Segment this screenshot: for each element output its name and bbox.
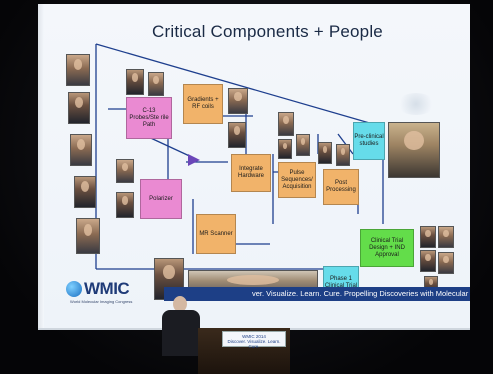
polarizer-box: Polarizer xyxy=(140,179,182,219)
logo-text: WMIC xyxy=(84,279,130,298)
person-photo xyxy=(336,144,350,166)
person-photo xyxy=(228,88,248,114)
tagline-banner: ver. Visualize. Learn. Cure. Propelling … xyxy=(164,287,470,301)
person-photo xyxy=(228,122,246,148)
person-photo xyxy=(66,54,90,86)
gradients-rf-box: Gradients + RF coils xyxy=(183,84,223,124)
podium-sign-line1: WMIC 2014 xyxy=(242,334,266,339)
c13-probes-box: C-13 Probes/Ste rile Path xyxy=(126,97,172,139)
preclinical-studies-box: Pre-clinical studies xyxy=(353,122,385,160)
podium-sign-line2: Discover. Visualize. Learn. Cure. xyxy=(227,339,281,349)
person-photo xyxy=(420,250,436,272)
person-photo xyxy=(116,192,134,218)
person-photo xyxy=(68,92,90,124)
person-photo xyxy=(420,226,436,248)
group-photo xyxy=(388,122,440,178)
logo-subtitle: World Molecular Imaging Congress xyxy=(70,299,133,304)
wmic-logo: WMIC xyxy=(66,279,130,299)
person-photo xyxy=(74,176,96,208)
person-photo xyxy=(76,218,100,254)
slide-title: Critical Components + People xyxy=(152,22,383,41)
person-photo xyxy=(148,72,164,96)
person-photo xyxy=(296,134,310,156)
pulse-sequences-box: Pulse Sequences/ Acquisition xyxy=(278,162,316,198)
globe-icon xyxy=(66,281,82,297)
person-photo xyxy=(438,226,454,248)
person-photo xyxy=(318,142,332,164)
person-photo xyxy=(278,112,294,136)
person-photo xyxy=(126,69,144,95)
person-photo xyxy=(438,252,454,274)
mr-scanner-box: MR Scanner xyxy=(196,214,236,254)
person-photo xyxy=(116,159,134,183)
integrate-hardware-box: Integrate Hardware xyxy=(231,154,271,192)
projection-screen: Critical Components + People xyxy=(38,4,470,330)
post-processing-box: Post Processing xyxy=(323,169,359,205)
person-photo xyxy=(70,134,92,166)
podium-sign: WMIC 2014 Discover. Visualize. Learn. Cu… xyxy=(222,331,286,349)
person-photo xyxy=(278,139,292,159)
speaker-figure xyxy=(160,296,202,356)
clinical-trial-design-box: Clinical Trial Design + IND Approval xyxy=(360,229,414,267)
